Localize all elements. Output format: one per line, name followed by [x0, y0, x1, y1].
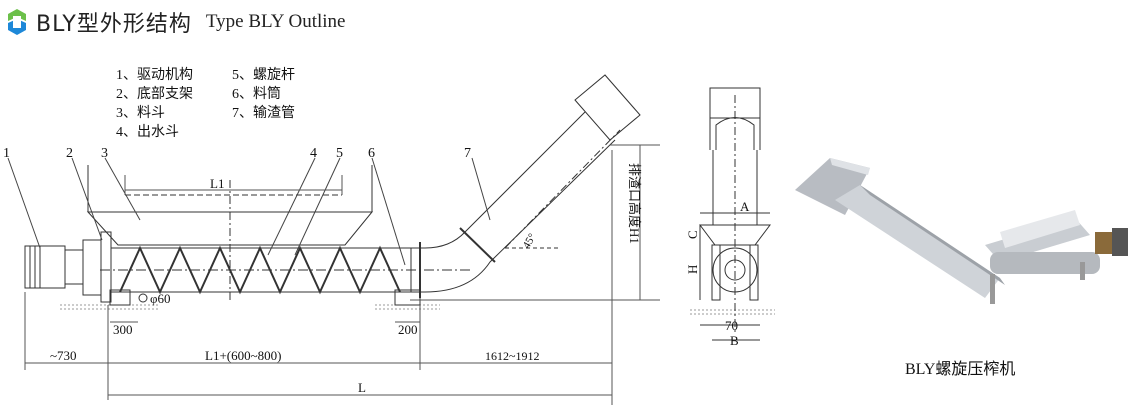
legend-item: 3、料斗 [116, 106, 165, 121]
legend-item: 4、出水斗 [116, 125, 179, 140]
part-number: 3 [101, 146, 108, 161]
dim-l: L [358, 380, 366, 395]
dim-b: B [730, 333, 739, 348]
drive-motor [24, 239, 102, 296]
part-number: 7 [464, 146, 471, 161]
part-number: 6 [368, 146, 375, 161]
page-subtitle: Type BLY Outline [205, 11, 346, 32]
legend-item: 7、输渣管 [232, 106, 295, 121]
dim-h: H [685, 265, 700, 274]
part-number: 5 [336, 146, 343, 161]
dim-l1: L1 [210, 176, 224, 191]
part-callouts [7, 157, 491, 266]
dim-phi60: φ60 [150, 291, 171, 306]
dim-a: A [740, 199, 750, 214]
photo-caption: BLY螺旋压榨机 [905, 361, 1016, 378]
dim-h1: 排渣口高度H1 [627, 163, 642, 244]
logo-icon [8, 9, 26, 35]
dim-l1-plus: L1+(600~800) [205, 348, 281, 363]
dim-730: ~730 [50, 348, 77, 363]
part-number: 4 [310, 146, 317, 161]
discharge-pipe [411, 74, 641, 298]
legend-item: 1、驱动机构 [116, 68, 193, 83]
side-view [699, 87, 771, 341]
dimension-lines [24, 144, 660, 405]
dim-70: 70 [725, 318, 738, 333]
dim-200: 200 [398, 322, 418, 337]
legend-item: 5、螺旋杆 [232, 68, 295, 83]
dim-1612: 1612~1912 [485, 349, 540, 363]
dim-300: 300 [113, 322, 133, 337]
hopper [86, 165, 374, 246]
ground-hatch [60, 304, 775, 315]
product-photo [795, 158, 1128, 304]
screw-barrel [100, 180, 470, 303]
legend-item: 2、底部支架 [116, 87, 193, 102]
dim-c: C [685, 230, 700, 239]
page-title: BLY型外形结构 [36, 12, 192, 37]
part-number: 2 [66, 146, 73, 161]
header: BLY型外形结构 Type BLY Outline [6, 6, 345, 38]
part-number: 1 [3, 146, 10, 161]
legend-item: 6、料筒 [232, 87, 281, 102]
